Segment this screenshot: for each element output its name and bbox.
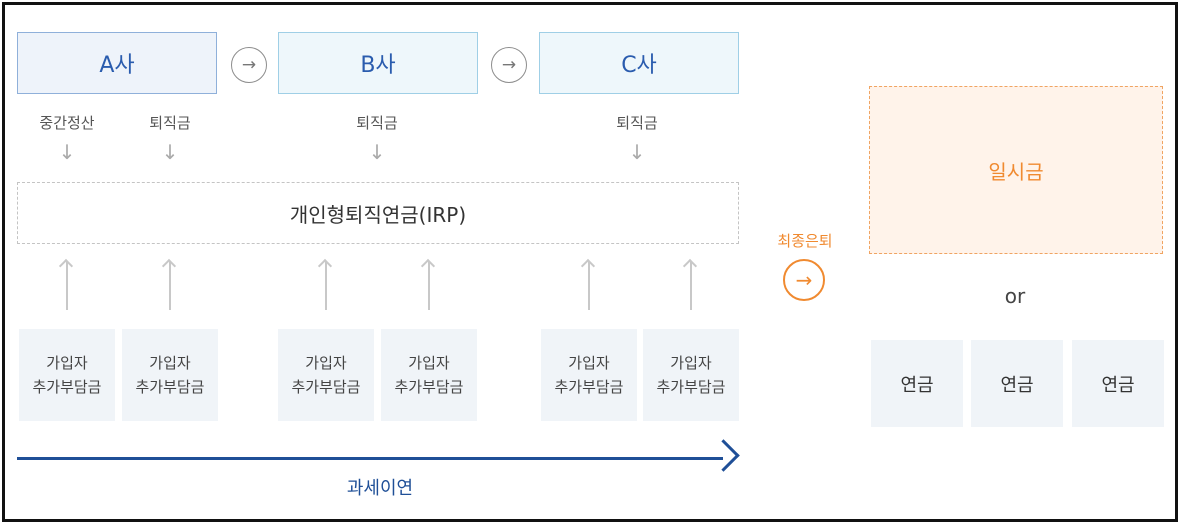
tax-deferral-label: 과세이연: [346, 478, 414, 499]
irp-box: 개인형퇴직연금(IRP): [17, 182, 739, 244]
company-c-box: C사: [539, 32, 739, 94]
contribution-line1: 가입자: [408, 354, 450, 372]
down-arrow-icon: ↓: [58, 140, 76, 164]
retirement-pay-label: 퇴직금: [149, 114, 191, 132]
interim-settlement-label: 중간정산: [39, 114, 95, 132]
contribution-line2: 추가부담금: [291, 378, 361, 396]
right-arrow-icon: →: [231, 47, 267, 83]
up-arrow-icon: [169, 262, 171, 310]
up-arrow-icon: [690, 262, 692, 310]
contribution-line1: 가입자: [305, 354, 347, 372]
contribution-line1: 가입자: [568, 354, 610, 372]
down-arrow-icon: ↓: [161, 140, 179, 164]
company-a-box: A사: [17, 32, 217, 94]
contribution-box: 가입자 추가부담금: [278, 329, 374, 421]
lump-sum-box: 일시금: [869, 86, 1163, 254]
or-label: or: [1004, 284, 1026, 308]
company-b-box: B사: [278, 32, 478, 94]
up-arrow-icon: [428, 262, 430, 310]
annuity-box: 연금: [971, 340, 1063, 427]
tax-deferral-arrow-line: [17, 457, 723, 460]
contribution-line2: 추가부담금: [394, 378, 464, 396]
contribution-box: 가입자 추가부담금: [643, 329, 739, 421]
final-retirement-arrow-icon: →: [783, 259, 825, 301]
contribution-line2: 추가부담금: [32, 378, 102, 396]
contribution-line1: 가입자: [670, 354, 712, 372]
up-arrow-icon: [588, 262, 590, 310]
up-arrow-icon: [325, 262, 327, 310]
final-retirement-label: 최종은퇴: [777, 232, 833, 250]
retirement-pay-label: 퇴직금: [356, 114, 398, 132]
contribution-line2: 추가부담금: [656, 378, 726, 396]
right-arrow-icon: →: [491, 47, 527, 83]
down-arrow-icon: ↓: [368, 140, 386, 164]
annuity-box: 연금: [871, 340, 963, 427]
annuity-box: 연금: [1072, 340, 1164, 427]
retirement-pay-label: 퇴직금: [616, 114, 658, 132]
contribution-box: 가입자 추가부담금: [541, 329, 637, 421]
contribution-box: 가입자 추가부담금: [122, 329, 218, 421]
contribution-line2: 추가부담금: [135, 378, 205, 396]
down-arrow-icon: ↓: [628, 140, 646, 164]
contribution-box: 가입자 추가부담금: [19, 329, 115, 421]
contribution-line2: 추가부담금: [554, 378, 624, 396]
contribution-line1: 가입자: [46, 354, 88, 372]
contribution-line1: 가입자: [149, 354, 191, 372]
up-arrow-icon: [66, 262, 68, 310]
contribution-box: 가입자 추가부담금: [381, 329, 477, 421]
